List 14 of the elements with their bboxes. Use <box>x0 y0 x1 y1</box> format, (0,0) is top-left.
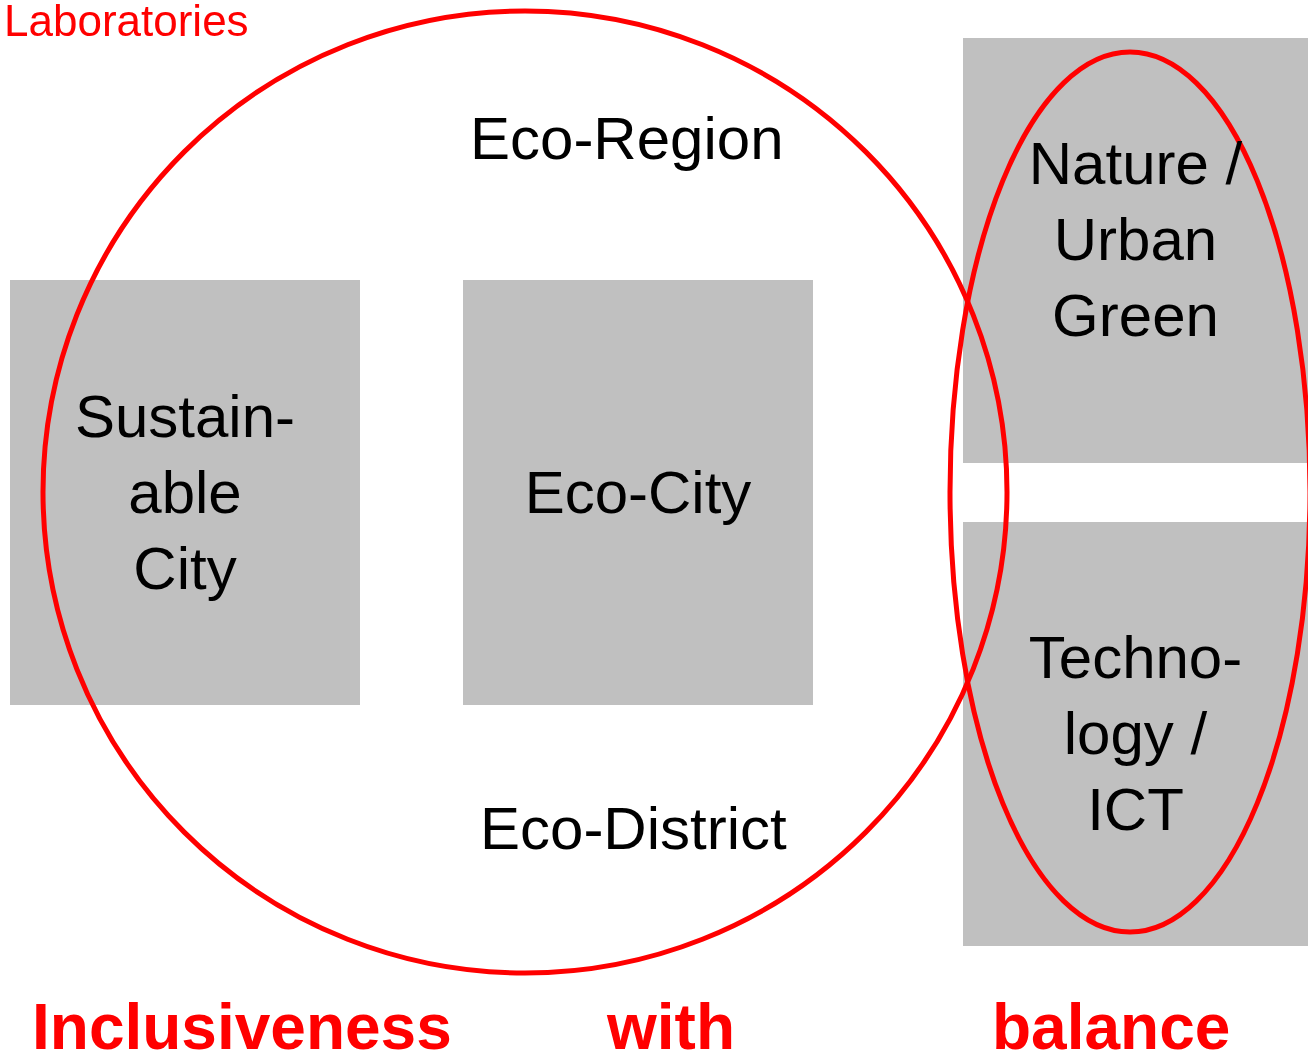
category-box <box>463 280 813 705</box>
region-label: Eco-District <box>480 794 787 864</box>
region-label: Eco-Region <box>470 104 784 174</box>
heading-text: Laboratories <box>4 0 249 46</box>
category-box <box>963 522 1308 946</box>
heading-text: with <box>607 990 735 1064</box>
category-box <box>963 38 1308 463</box>
box-label: Techno- logy / ICT <box>1027 623 1244 845</box>
category-box <box>10 280 360 705</box>
heading-text: Inclusiveness <box>32 990 452 1064</box>
box-label: Eco-City <box>523 457 753 528</box>
heading-text: balance <box>992 990 1231 1064</box>
box-label: Sustain- able City <box>73 381 297 604</box>
box-label: Nature / Urban Green <box>1027 129 1244 351</box>
